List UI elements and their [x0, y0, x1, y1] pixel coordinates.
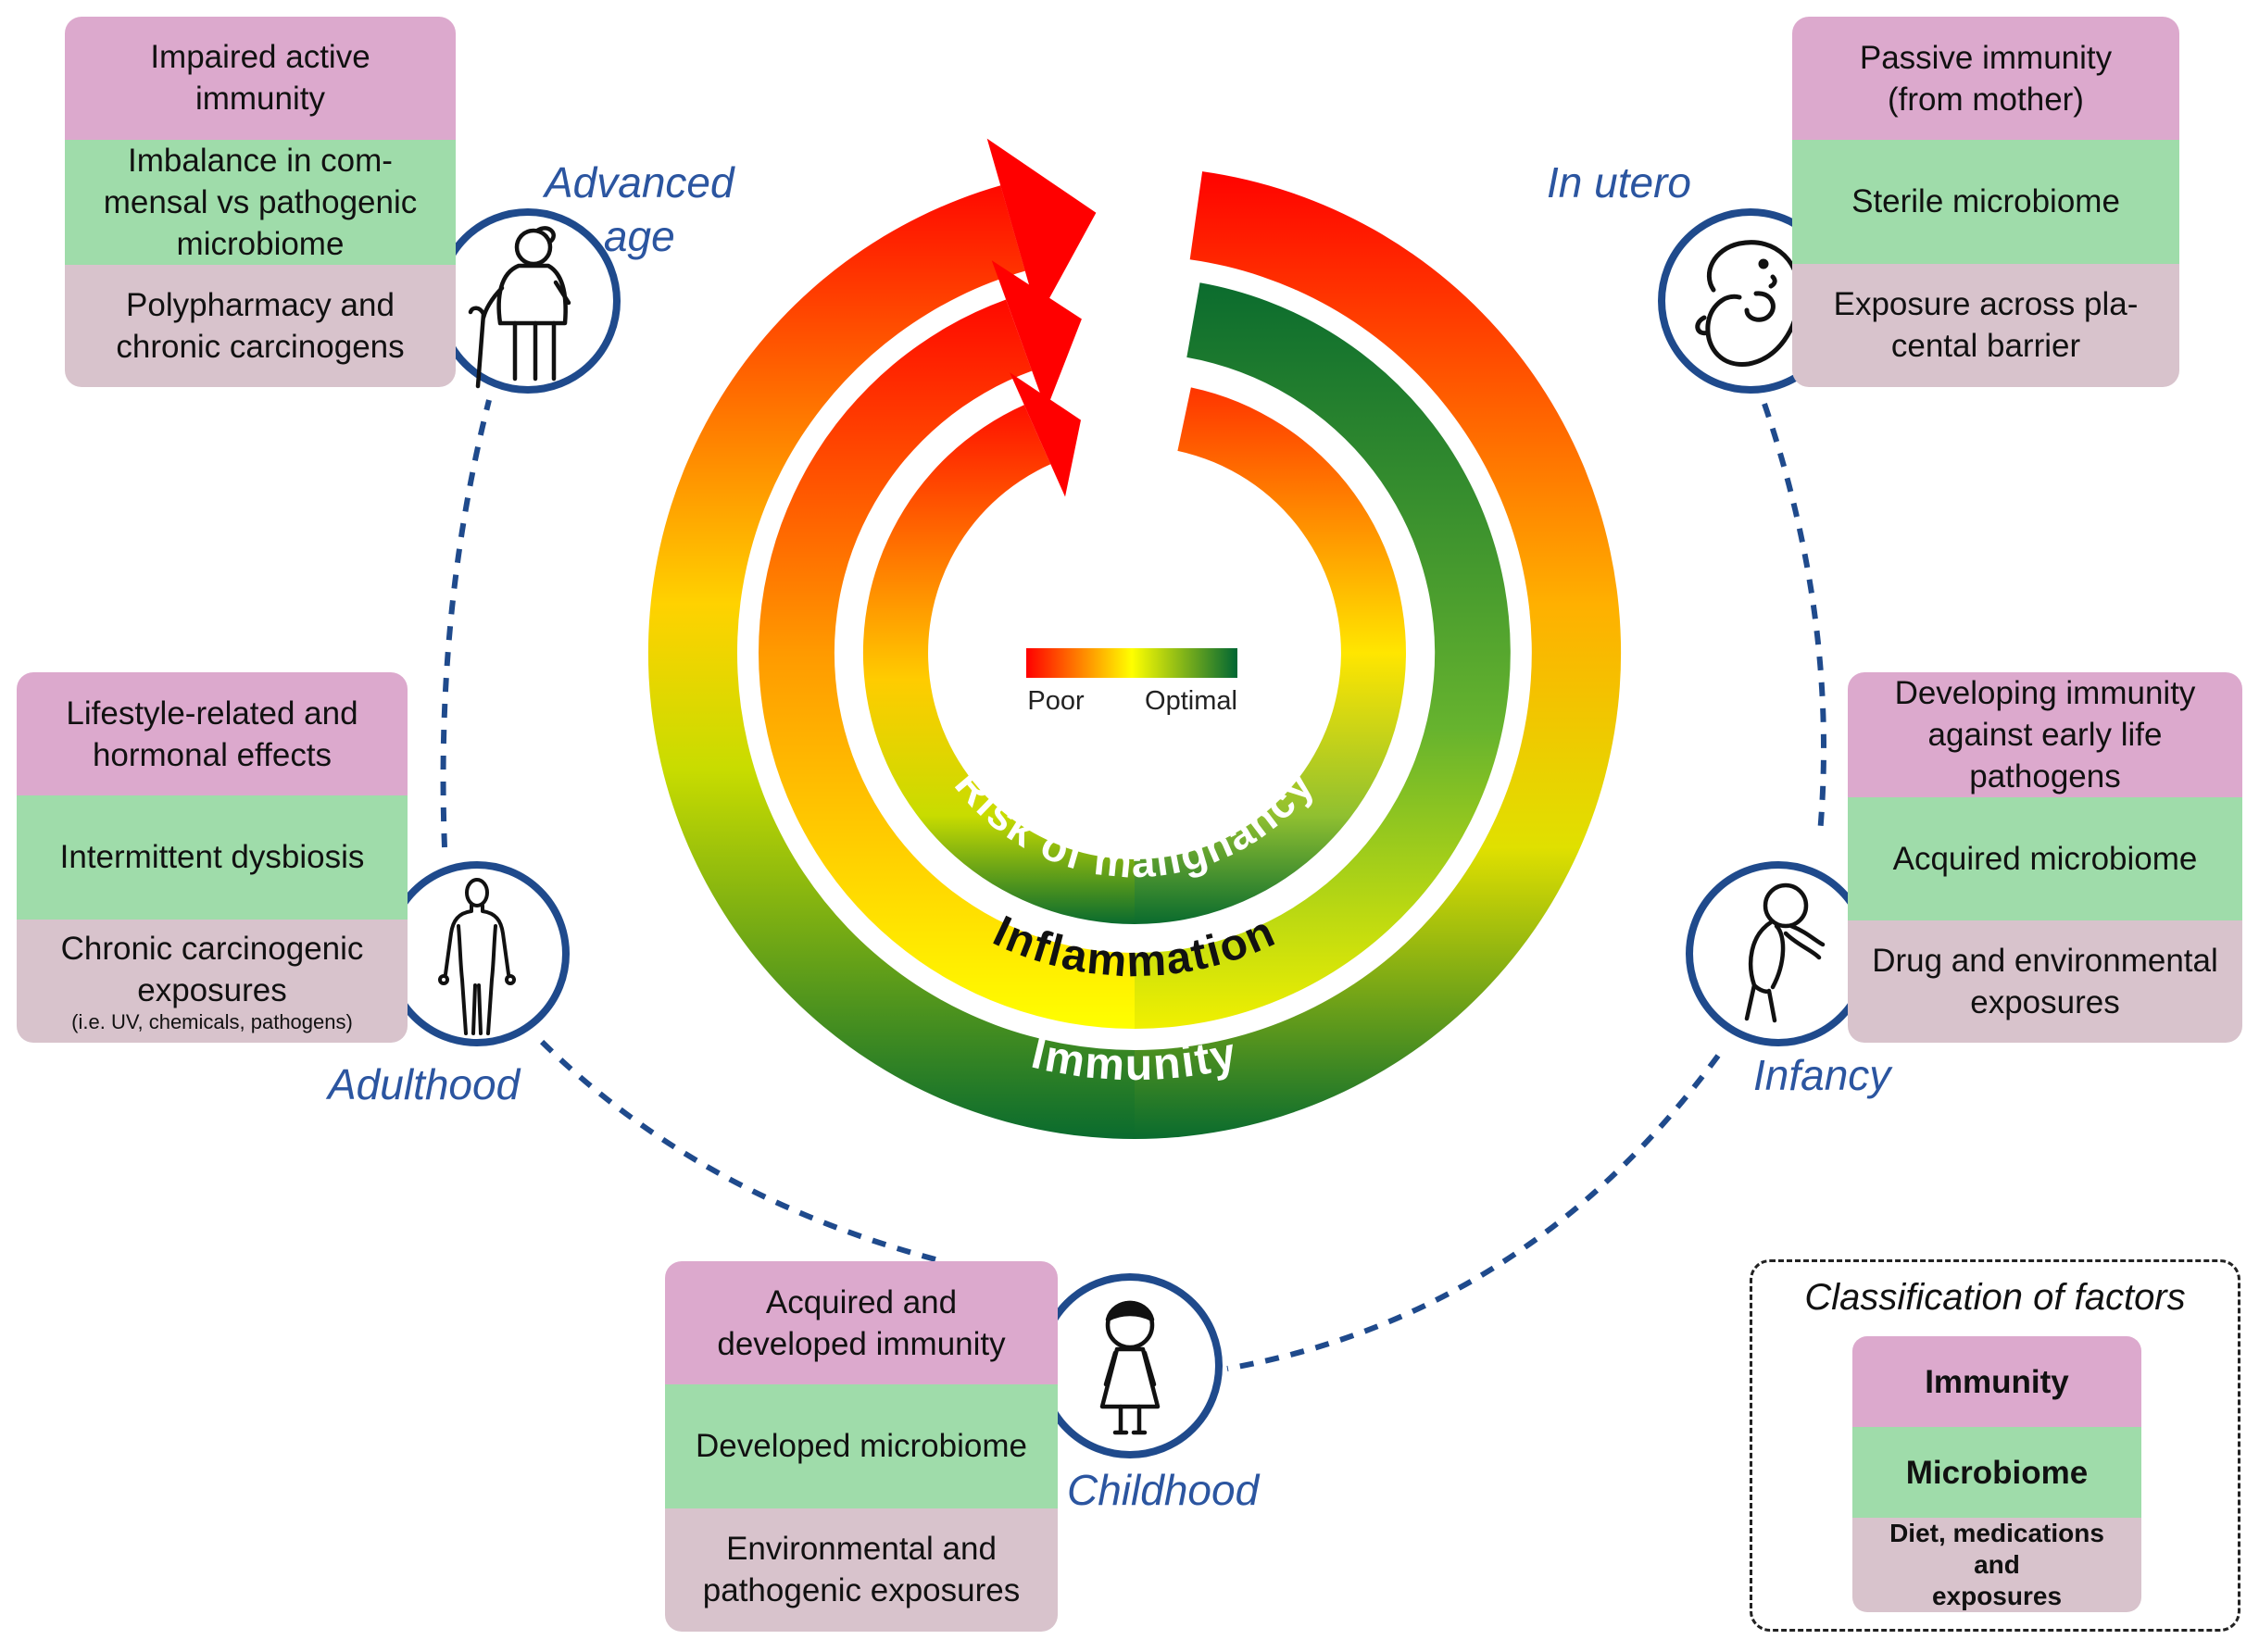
legend-exposures: Diet, medications and exposures — [1852, 1518, 2141, 1612]
scale-low-label: Poor — [1027, 686, 1085, 716]
elderly-person-icon — [435, 208, 621, 394]
path-utero-to-infancy — [1762, 403, 1826, 834]
immunity-factor: Passive immunity (from mother) — [1792, 17, 2179, 141]
stage-label-adulthood: Adulthood — [328, 1060, 521, 1108]
stage-label-infancy: Infancy — [1753, 1051, 1891, 1099]
scale-high-label: Optimal — [1145, 686, 1237, 716]
adult-icon — [384, 861, 570, 1046]
path-infancy-to-childhood — [1226, 1054, 1721, 1371]
legend-microbiome: Microbiome — [1852, 1427, 2141, 1518]
exposures-factor-text: Chronic carcinogenic exposures — [60, 931, 364, 1009]
advanced-age-factor-box: Impaired active immunity Imbalance in co… — [65, 17, 456, 387]
ring-outer-arrowhead — [986, 138, 1097, 319]
microbiome-factor: Sterile microbiome — [1792, 140, 2179, 264]
child-icon — [1037, 1273, 1223, 1458]
stage-label-advanced-age: Advanced age — [545, 158, 734, 260]
childhood-factor-box: Acquired and developed immunity Develope… — [665, 1261, 1058, 1632]
rings — [647, 138, 1622, 1140]
path-adulthood-to-advanced-age — [440, 399, 492, 848]
classification-legend: Classification of factors Immunity Micro… — [1750, 1259, 2240, 1632]
ring-label-immunity: Immunity — [1027, 1029, 1242, 1090]
legend-immunity: Immunity — [1852, 1336, 2141, 1427]
adulthood-factor-box: Lifestyle-related and hormonal effects I… — [17, 672, 408, 1043]
crawling-baby-icon — [1686, 861, 1871, 1046]
ring-middle-arrowhead — [991, 260, 1082, 410]
exposures-factor: Chronic carcinogenic exposures (i.e. UV,… — [17, 919, 408, 1043]
stage-label-childhood: Childhood — [1067, 1466, 1260, 1514]
exposures-factor: Environmental and pathogenic exposures — [665, 1508, 1058, 1632]
life-course-path — [440, 399, 1826, 1371]
legend-title: Classification of factors — [1804, 1277, 2186, 1318]
ring-inner-arrowhead — [1010, 372, 1081, 497]
immunity-factor: Developing immunity against early life p… — [1848, 672, 2242, 797]
microbiome-factor: Acquired microbiome — [1848, 797, 2242, 920]
infancy-factor-box: Developing immunity against early life p… — [1848, 672, 2242, 1043]
microbiome-factor: Imbalance in com- mensal vs pathogenic m… — [65, 139, 456, 265]
immunity-factor: Acquired and developed immunity — [665, 1261, 1058, 1385]
exposures-factor-note: (i.e. UV, chemicals, pathogens) — [71, 1010, 353, 1034]
exposures-factor: Drug and environmental exposures — [1848, 920, 2242, 1043]
microbiome-factor: Intermittent dysbiosis — [17, 795, 408, 920]
path-childhood-to-adulthood — [534, 1034, 936, 1262]
ring-middle-left — [759, 299, 1135, 1029]
immunity-factor: Impaired active immunity — [65, 17, 456, 140]
ring-inner-left — [862, 405, 1135, 924]
microbiome-factor: Developed microbiome — [665, 1384, 1058, 1508]
exposures-factor: Polypharmacy and chronic carcinogens — [65, 264, 456, 387]
in-utero-factor-box: Passive immunity (from mother) Sterile m… — [1792, 17, 2179, 387]
ring-outer-left — [647, 185, 1135, 1139]
ring-outer-right — [1135, 171, 1622, 1140]
stage-label-in-utero: In utero — [1547, 158, 1691, 206]
exposures-factor: Exposure across pla- cental barrier — [1792, 263, 2179, 387]
immunity-factor: Lifestyle-related and hormonal effects — [17, 672, 408, 796]
ring-inner-right — [1135, 387, 1406, 924]
poor-optimal-scale-bar — [1026, 648, 1237, 678]
legend-swatches: Immunity Microbiome Diet, medications an… — [1852, 1336, 2141, 1612]
ring-middle-right — [1135, 282, 1511, 1029]
